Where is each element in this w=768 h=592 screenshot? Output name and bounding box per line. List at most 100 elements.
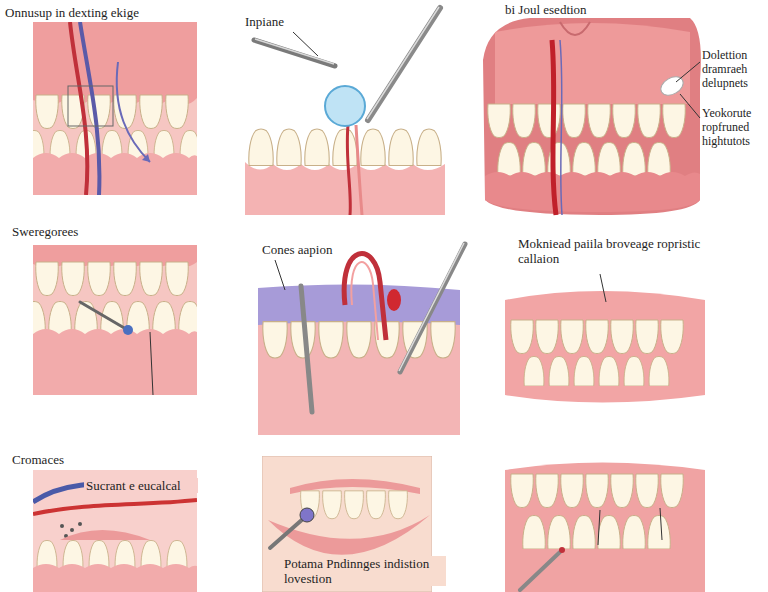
tooth-shape: [613, 104, 636, 138]
tooth-shape: [523, 143, 546, 177]
tooth-shape: [636, 320, 659, 354]
tooth-shape: [561, 320, 584, 354]
tooth-shape: [361, 129, 385, 165]
tooth-shape: [277, 129, 301, 165]
instrument-line: [399, 243, 464, 371]
tooth-shape: [513, 104, 536, 138]
panel-ground: [33, 245, 197, 395]
tooth-shape: [431, 322, 455, 358]
illustration-shape: [356, 125, 362, 215]
part-label: Dolettion dramraeh delupnets: [702, 48, 765, 90]
tooth-shape: [333, 129, 357, 165]
tooth-shape: [573, 516, 596, 550]
tooth-shape: [636, 474, 659, 508]
tooth-shape: [62, 262, 85, 296]
illustration-shape: [505, 463, 705, 592]
illustration-shape: [560, 40, 562, 215]
panel-4: [33, 245, 197, 395]
instrument-line: [367, 7, 439, 119]
illustration-shape: [142, 154, 150, 162]
part-label: Inpiane: [245, 14, 325, 29]
instrument-line: [254, 40, 335, 66]
illustration-shape: [33, 564, 197, 592]
tooth-shape: [319, 322, 343, 358]
illustration-shape: [245, 162, 445, 215]
illustration-shape: [80, 22, 99, 195]
panel-ground: [33, 22, 197, 195]
tooth-shape: [523, 516, 546, 550]
illustration-shape: [117, 62, 150, 162]
tooth-shape: [140, 262, 163, 296]
part-label: Onnusup in dexting ekige: [5, 5, 180, 20]
panel-ground: [33, 470, 197, 592]
instrument-line: [275, 260, 285, 290]
illustration-shape: [347, 125, 350, 215]
panel-ground: [68, 86, 113, 126]
tooth-shape: [389, 491, 408, 519]
dot-shape: [70, 528, 74, 532]
tooth-shape: [417, 129, 441, 165]
illustration-shape: [344, 254, 386, 340]
tooth-shape: [561, 474, 584, 508]
instrument-line: [400, 244, 465, 372]
illustration-shape: [33, 22, 197, 105]
tooth-shape: [524, 356, 544, 386]
tooth-shape: [598, 143, 621, 177]
part-label: Mokniead paiila broveage ropristic calla…: [518, 236, 708, 266]
dot-shape: [387, 289, 401, 311]
tooth-shape: [574, 356, 594, 386]
part-label: Sucrant e eucalcal: [84, 478, 198, 493]
tooth-shape: [166, 95, 189, 129]
tooth-shape: [586, 474, 609, 508]
dot-shape: [300, 508, 314, 522]
tooth-shape: [573, 143, 596, 177]
illustration-shape: [552, 40, 556, 215]
dot-shape: [60, 524, 64, 528]
panel-7: [33, 470, 197, 592]
tooth-shape: [663, 104, 686, 138]
illustration-shape: [268, 515, 430, 555]
tooth-shape: [488, 104, 511, 138]
tooth-shape: [549, 356, 569, 386]
panel-5: [258, 243, 465, 435]
part-label: Sweregorees: [12, 224, 142, 239]
instrument-line: [80, 302, 126, 329]
tooth-shape: [511, 320, 534, 354]
tooth-shape: [586, 320, 609, 354]
tooth-shape: [611, 320, 634, 354]
instrument-line: [676, 62, 700, 82]
instrument-line: [598, 510, 600, 545]
instrument-line: [680, 94, 700, 118]
tooth-shape: [661, 474, 684, 508]
tooth-shape: [588, 104, 611, 138]
tooth-shape: [345, 491, 364, 519]
tooth-shape: [599, 356, 619, 386]
tooth-shape: [638, 104, 661, 138]
panel-1: [33, 22, 197, 195]
dot-shape: [123, 325, 133, 335]
tooth-shape: [114, 262, 137, 296]
tooth-shape: [648, 143, 671, 177]
tooth-shape: [623, 516, 646, 550]
tooth-shape: [598, 516, 621, 550]
illustration-shape: [60, 530, 150, 540]
tooth-shape: [347, 322, 371, 358]
tooth-shape: [166, 262, 189, 296]
illustration-shape: [33, 500, 197, 514]
tooth-shape: [36, 95, 59, 129]
instrument-line: [150, 332, 153, 395]
part-label: Potama Pndinnges indistion lovestion: [282, 556, 446, 586]
part-label: bi Joul esedtion: [505, 2, 645, 17]
part-label: Yeokorute ropfruned hightutots: [702, 106, 765, 148]
instrument-line: [255, 39, 334, 64]
tooth-shape: [389, 129, 413, 165]
tooth-shape: [249, 129, 273, 165]
tooth-shape: [563, 104, 586, 138]
panel-3: [483, 18, 701, 215]
tooth-shape: [536, 474, 559, 508]
illustration-shape: [505, 291, 705, 403]
instrument-line: [270, 518, 304, 548]
tooth-shape: [611, 474, 634, 508]
